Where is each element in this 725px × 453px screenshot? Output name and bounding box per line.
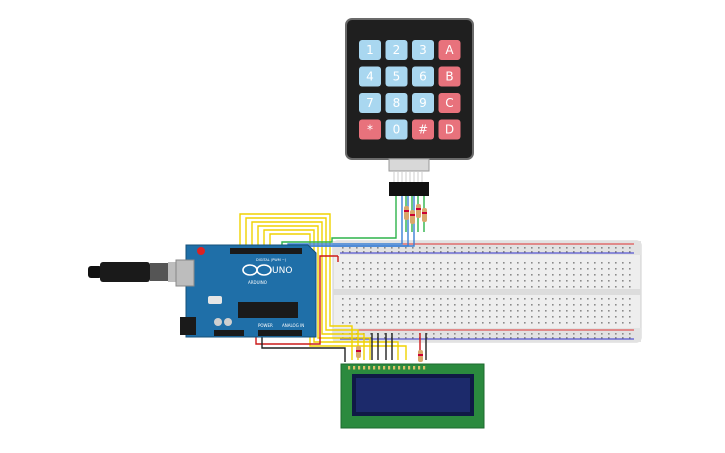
keypad-key[interactable]: 2 (385, 40, 408, 60)
arduino-uno[interactable]: UNO ARDUINO DIGITAL (PWM ~) POWER ANALOG… (175, 244, 317, 338)
keypad-key-label: 7 (366, 96, 374, 110)
arduino-digital-label: DIGITAL (PWM ~) (256, 258, 287, 262)
resistor-lcd[interactable] (356, 346, 423, 362)
keypad-key[interactable]: # (412, 119, 434, 140)
keypad-key[interactable]: 9 (412, 93, 434, 113)
keypad-key[interactable]: 4 (359, 66, 381, 87)
keypad-key-label: C (445, 96, 453, 110)
keypad-key-label: D (445, 123, 454, 137)
breadboard[interactable] (332, 240, 642, 343)
keypad-key[interactable]: C (438, 93, 461, 113)
keypad[interactable]: 1 2 3 A 4 5 6 B 7 8 9 C * 0 # D (345, 18, 474, 196)
keypad-key[interactable]: 0 (385, 119, 408, 140)
keypad-key[interactable]: 7 (359, 93, 381, 113)
keypad-ribbon (393, 171, 423, 182)
keypad-key[interactable]: 1 (359, 40, 381, 60)
arduino-infinity-logo (242, 264, 272, 276)
arduino-brand-label: ARDUINO (248, 280, 267, 285)
keypad-key-label: 3 (419, 43, 427, 57)
keypad-key-label: 2 (393, 43, 401, 57)
keypad-key-label: * (367, 123, 373, 137)
keypad-key-label: # (418, 123, 428, 137)
keypad-key-label: 6 (419, 70, 427, 84)
breadboard-holes (342, 247, 631, 339)
keypad-key-label: 5 (393, 70, 401, 84)
keypad-key[interactable]: * (359, 119, 381, 140)
resistor-bank-keypad[interactable] (404, 204, 427, 224)
lcd-pins (348, 366, 426, 370)
keypad-keys: 1 2 3 A 4 5 6 B 7 8 9 C * 0 # D (359, 40, 461, 140)
keypad-key[interactable]: D (438, 119, 461, 140)
keypad-key-label: 9 (419, 96, 427, 110)
keypad-key[interactable]: 8 (385, 93, 408, 113)
lcd-16x2[interactable] (340, 363, 485, 429)
keypad-key-label: A (445, 43, 454, 57)
keypad-key[interactable]: A (438, 40, 461, 60)
arduino-analog-label: ANALOG IN (282, 323, 304, 328)
arduino-power-label: POWER (258, 323, 273, 328)
keypad-key[interactable]: B (438, 66, 461, 87)
keypad-key[interactable]: 5 (385, 66, 408, 87)
keypad-key-label: 1 (366, 43, 374, 57)
keypad-key[interactable]: 6 (412, 66, 434, 87)
keypad-key-label: B (445, 70, 453, 84)
keypad-key-label: 4 (366, 70, 374, 84)
keypad-key-label: 0 (393, 123, 401, 137)
arduino-model-label: UNO (272, 266, 292, 276)
keypad-key[interactable]: 3 (412, 40, 434, 60)
keypad-key-label: 8 (393, 96, 401, 110)
